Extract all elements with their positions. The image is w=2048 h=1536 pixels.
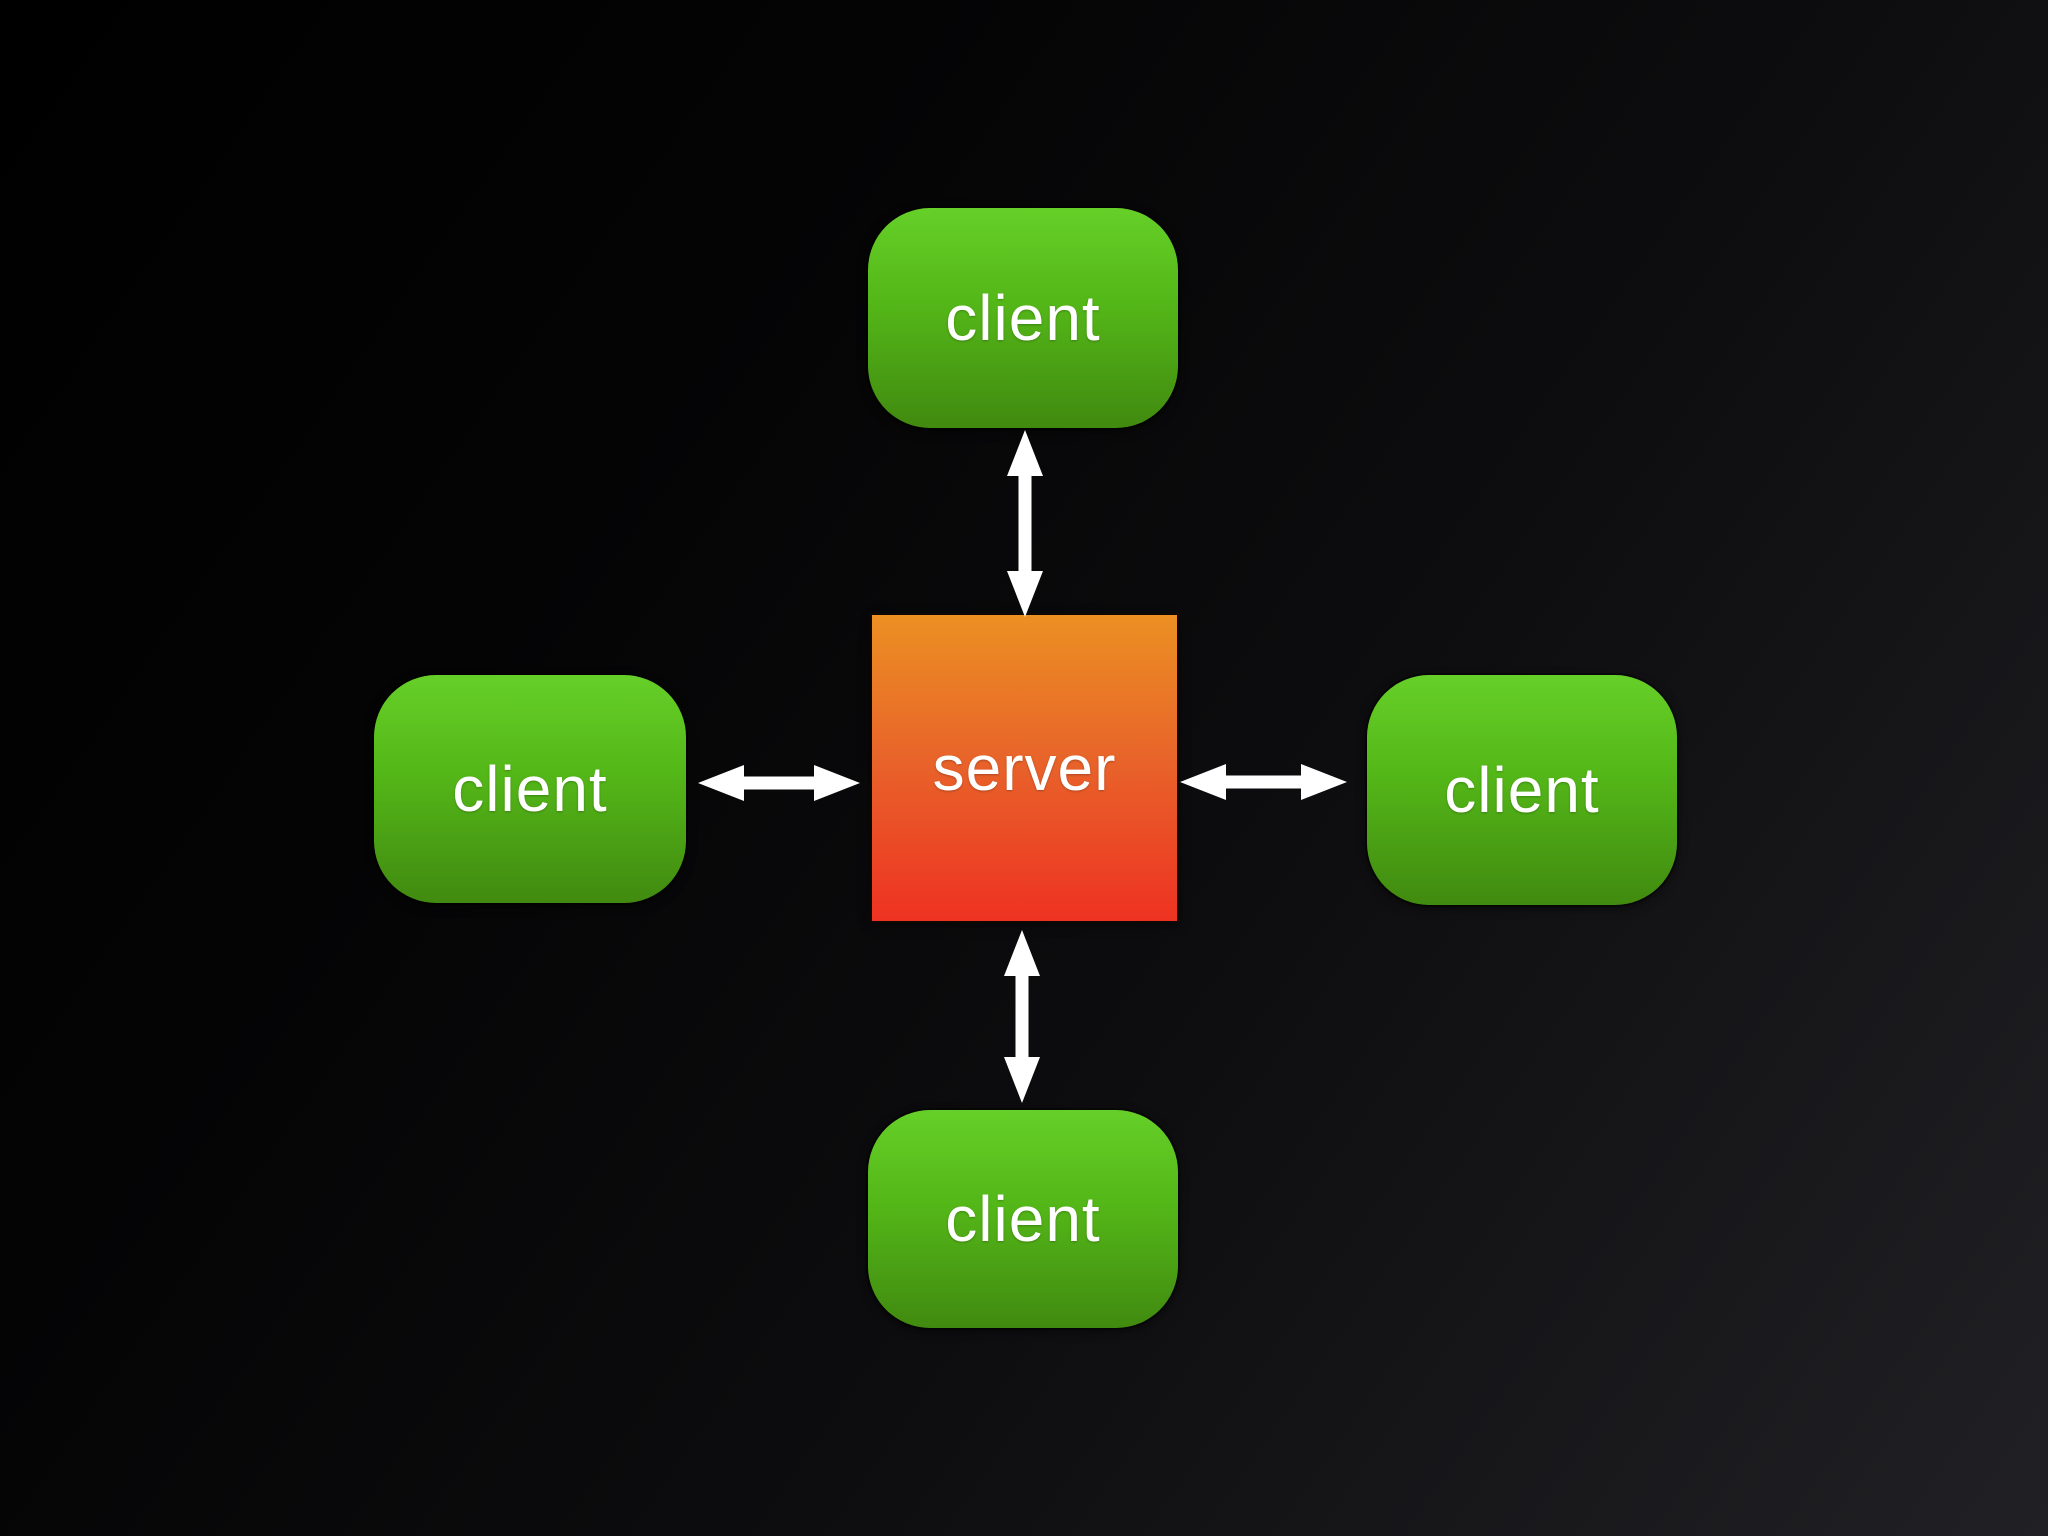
client-node-bottom-label: client (945, 1183, 1101, 1255)
server-client-top-double-arrow-icon (1007, 430, 1043, 617)
client-node-left-label: client (452, 753, 608, 825)
client-node-right: client (1367, 675, 1677, 905)
client-node-top: client (868, 208, 1178, 428)
server-node: server (872, 615, 1177, 921)
client-node-top-label: client (945, 282, 1101, 354)
client-node-bottom: client (868, 1110, 1178, 1328)
server-client-left-double-arrow-icon (698, 765, 860, 801)
server-client-bottom-double-arrow-icon (1004, 930, 1040, 1103)
server-node-label: server (932, 732, 1117, 804)
server-client-right-double-arrow-icon (1180, 764, 1347, 800)
client-node-right-label: client (1444, 754, 1600, 826)
client-node-left: client (374, 675, 686, 903)
